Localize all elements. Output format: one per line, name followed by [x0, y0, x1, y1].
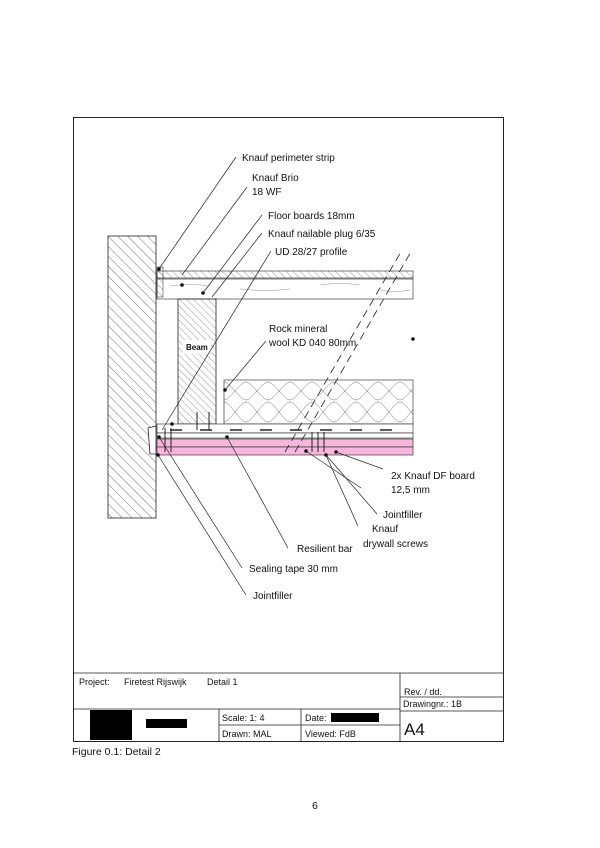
label-resilient-bar: Resilient bar	[297, 544, 353, 555]
drawing-sheet	[73, 117, 504, 742]
label-ud-profile: UD 28/27 profile	[275, 247, 348, 258]
viewed-by: Viewed: FdB	[305, 729, 356, 739]
project-value: Firetest Rijswijk	[124, 677, 187, 687]
mineral-wool	[223, 379, 414, 425]
scale: Scale: 1: 4	[222, 713, 265, 723]
beam-label: Beam	[186, 343, 208, 352]
label-screws-type: drywall screws	[363, 539, 428, 550]
sealing-tape	[147, 425, 157, 455]
figure-caption: Figure 0.1: Detail 2	[72, 746, 161, 758]
page-number: 6	[312, 800, 318, 812]
label-perimeter-strip: Knauf perimeter strip	[242, 153, 335, 164]
title-block-grid	[73, 672, 504, 742]
label-nailable-plug: Knauf nailable plug 6/35	[268, 229, 376, 240]
label-sealing-tape: Sealing tape 30 mm	[249, 564, 338, 575]
ud-profile	[156, 423, 414, 434]
project-label: Project:	[79, 677, 110, 687]
label-jointfiller-right: Jointfiller	[383, 510, 423, 521]
wall	[107, 235, 157, 519]
beam	[177, 298, 217, 425]
revision-label: Rev. / dd.	[404, 687, 442, 697]
label-brio: Knauf Brio	[252, 173, 299, 184]
drawing-number: Drawingnr.: 1B	[403, 699, 463, 709]
label-jointfiller-left: Jointfiller	[253, 591, 293, 602]
label-brio-type: 18 WF	[252, 187, 281, 198]
df-board	[156, 438, 414, 448]
df-board	[156, 446, 414, 456]
redacted-date	[331, 713, 379, 722]
label-mineral-wool: Rock mineral	[269, 324, 327, 335]
resilient-bar	[156, 432, 414, 439]
redacted-company	[146, 719, 187, 728]
date-label: Date:	[305, 713, 327, 723]
label-df-board: 2x Knauf DF board	[391, 471, 475, 482]
leader-lines	[157, 156, 384, 596]
label-screws: Knauf	[372, 524, 398, 535]
brio-board	[156, 270, 414, 279]
detail-label: Detail 1	[207, 677, 238, 687]
paper-size: A4	[404, 720, 425, 739]
drawn-by: Drawn: MAL	[222, 729, 272, 739]
label-floor-boards: Floor boards 18mm	[268, 211, 355, 222]
label-df-board-thickness: 12,5 mm	[391, 485, 430, 496]
redacted-logo	[90, 710, 132, 740]
perimeter-strip	[156, 266, 164, 298]
leader-dots	[156, 267, 415, 457]
label-mineral-wool-spec: wool KD 040 80mm	[268, 338, 356, 349]
screws	[164, 412, 325, 452]
